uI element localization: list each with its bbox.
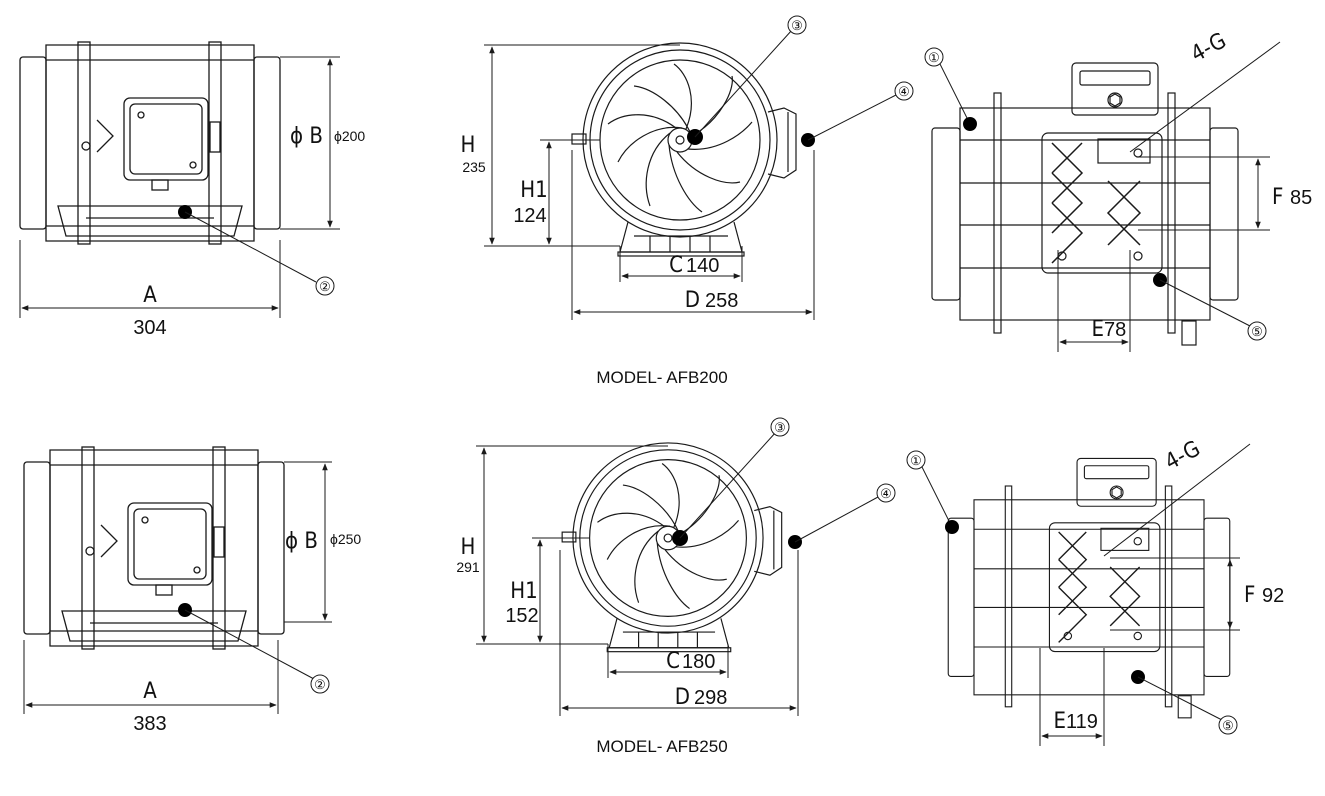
dim-B-value: ϕ200: [334, 128, 365, 144]
dim-A-label: A: [143, 679, 157, 704]
dim-E-label: E: [1091, 317, 1104, 342]
callout-1: ①: [928, 50, 940, 65]
dim-B-label: ϕ B: [285, 529, 318, 554]
dim-C-label: C: [669, 253, 683, 278]
callout-2: ②: [319, 279, 331, 294]
dim-D-value: 298: [694, 687, 727, 709]
front-view-afb250: ③ ④ H 291 H1 152 C 180 D 298: [456, 417, 896, 716]
dim-A-label: A: [143, 283, 157, 308]
dim-H1-label: H1: [520, 178, 547, 203]
dim-A-value: 383: [133, 713, 166, 735]
side-view-afb250: ② A 383 ϕ B ϕ250: [23, 446, 361, 735]
dim-H-value: 235: [462, 159, 486, 175]
dim-H1-label: H1: [510, 579, 537, 604]
callout-1: ①: [910, 453, 922, 468]
dim-B-value: ϕ250: [330, 531, 361, 547]
dim-B-label: ϕ B: [290, 124, 323, 149]
dim-H1-value: 152: [505, 605, 538, 627]
dim-F-label: F: [1244, 583, 1255, 608]
front-view-afb200: ③ ④ H 235 H1 124 C 140 D: [461, 15, 914, 320]
dim-D-value: 258: [705, 290, 738, 312]
callout-4: ④: [880, 486, 892, 501]
dim-F-label: F: [1272, 185, 1283, 210]
callout-3: ③: [791, 18, 803, 33]
dim-H-value: 291: [456, 559, 480, 575]
model-caption-afb250: MODEL- AFB250: [596, 737, 727, 756]
dim-H-label: H: [461, 133, 476, 158]
model-afb250: ② A 383 ϕ B ϕ250 ③ ④ H: [23, 417, 1284, 756]
dim-C-label: C: [666, 649, 680, 674]
dim-A-value: 304: [133, 317, 166, 339]
model-afb200: ② A 304 ϕ B ϕ200 ③ ④: [19, 15, 1312, 387]
dim-E-value: 119: [1066, 711, 1098, 733]
dim-F-value: 92: [1262, 585, 1284, 607]
callout-3: ③: [774, 420, 786, 435]
callout-2: ②: [314, 677, 326, 692]
bottom-view-afb200: ① 4-G F 85 E 78 ⑤: [924, 28, 1312, 352]
label-4-G: 4-G: [1187, 28, 1230, 67]
callout-5: ⑤: [1222, 718, 1234, 733]
dim-H-label: H: [461, 535, 476, 560]
model-caption-afb200: MODEL- AFB200: [596, 368, 727, 387]
bottom-view-afb250: ① 4-G F 92 E 119 ⑤: [906, 436, 1284, 746]
dim-C-value: 180: [682, 651, 715, 673]
dim-D-label: D: [675, 685, 690, 710]
dim-H1-value: 124: [513, 205, 546, 227]
dim-D-label: D: [685, 288, 700, 313]
dim-C-value: 140: [686, 255, 719, 277]
dim-E-value: 78: [1104, 319, 1126, 341]
dim-F-value: 85: [1290, 187, 1312, 209]
dim-E-label: E: [1053, 709, 1066, 734]
callout-4: ④: [898, 84, 910, 99]
side-view-afb200: ② A 304 ϕ B ϕ200: [19, 41, 365, 339]
callout-5: ⑤: [1251, 324, 1263, 339]
label-4-G: 4-G: [1161, 436, 1204, 475]
